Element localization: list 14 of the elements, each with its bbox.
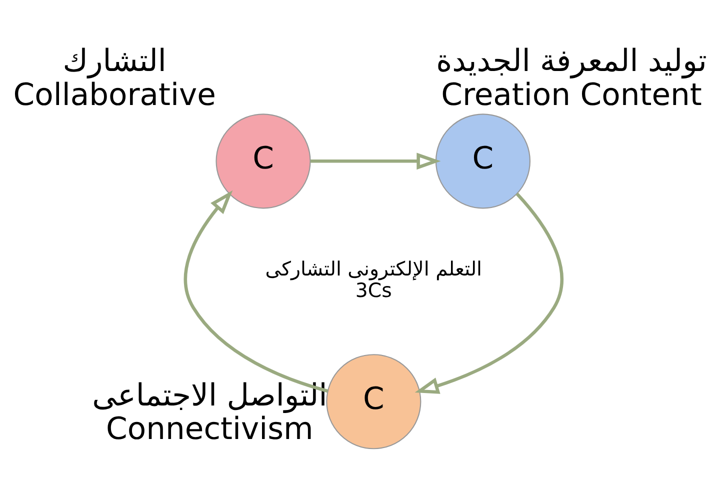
node-label: Connectivism — [106, 412, 314, 447]
node-circle: C — [435, 113, 531, 208]
node-circle: C — [326, 354, 422, 449]
node-label: Collaborative — [13, 77, 216, 112]
arrow — [414, 192, 564, 394]
label: 3Cs — [355, 278, 392, 302]
node-label: Creation Content — [441, 77, 702, 112]
node-label: التواصل الاجتماعى — [92, 378, 328, 413]
node-circle: C — [216, 113, 311, 208]
node-label: توليد المعرفة الجديدة — [436, 43, 707, 78]
label: التعلم الإلكترونى التشاركى — [265, 256, 482, 280]
arrow — [184, 190, 328, 392]
node-label: التشارك — [62, 43, 166, 78]
arrow — [310, 152, 441, 170]
